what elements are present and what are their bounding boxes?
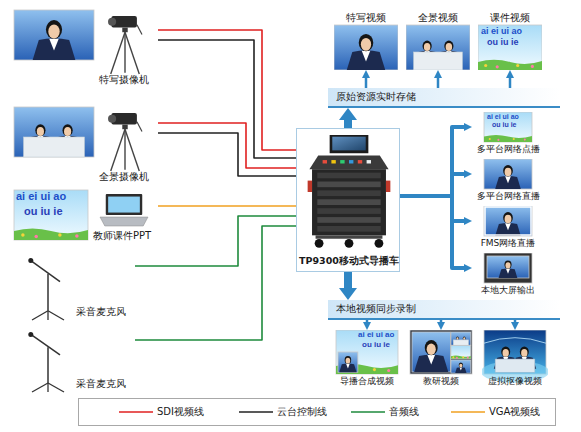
node-label: 采音麦克风 bbox=[66, 378, 135, 390]
closeup-picture bbox=[451, 360, 471, 373]
cart-picture bbox=[308, 135, 391, 248]
closeup-picture bbox=[487, 256, 529, 278]
closeup-picture bbox=[14, 10, 94, 60]
microphone-source: 采音麦克风 bbox=[20, 252, 135, 322]
legend-box: SDI视频线 云台控制线 音频线 VGA视频线 bbox=[78, 398, 556, 426]
pinyin-text: ai ei ui ao bbox=[358, 331, 394, 339]
legend-line-sample bbox=[351, 405, 385, 419]
signal-connector bbox=[158, 123, 296, 168]
output-thumbnail: 多平台网络直播 bbox=[472, 159, 544, 203]
signal-connector bbox=[514, 320, 517, 322]
legend-line-sample bbox=[119, 405, 153, 419]
signal-connector bbox=[400, 127, 464, 196]
node-label: 课件视频 bbox=[478, 12, 542, 23]
node-label: 教研视频 bbox=[408, 376, 474, 387]
legend-label: VGA视频线 bbox=[489, 405, 540, 419]
signal-connector bbox=[400, 196, 464, 221]
node-label: 教师课件PPT bbox=[86, 230, 158, 242]
node-label: 全景视频 bbox=[406, 12, 470, 23]
teach-picture bbox=[410, 330, 472, 374]
camera-station: 特写摄像机 bbox=[8, 6, 158, 88]
node-label: 多平台网络直播 bbox=[472, 191, 544, 202]
screen-picture bbox=[484, 253, 532, 283]
signal-connector bbox=[365, 78, 368, 88]
node-label: 采音麦克风 bbox=[66, 306, 135, 318]
signal-connector bbox=[509, 78, 512, 88]
node-label: 导播合成视频 bbox=[334, 376, 400, 387]
virtual-picture bbox=[482, 330, 548, 383]
signal-connector bbox=[135, 226, 296, 340]
signal-connector bbox=[400, 174, 464, 196]
pinyin-text: ai ei ui ao bbox=[481, 27, 522, 36]
video-thumbnail: 全景视频 bbox=[406, 12, 470, 70]
node-label: 多平台网络点播 bbox=[472, 144, 544, 155]
pano-picture bbox=[451, 332, 471, 345]
signal-connector bbox=[158, 30, 296, 150]
signal-connector bbox=[344, 120, 352, 128]
legend-label: 音频线 bbox=[389, 405, 419, 419]
ppt-picture bbox=[478, 25, 542, 70]
node-illustration bbox=[297, 129, 401, 273]
pinyin-text: ou iu ie bbox=[492, 121, 517, 128]
legend-label: SDI视频线 bbox=[157, 405, 204, 419]
ppt-picture bbox=[451, 345, 471, 358]
pinyin-text: ou iu ie bbox=[24, 206, 63, 217]
signal-connector bbox=[158, 205, 296, 207]
recording-band: 本地视频同步录制 bbox=[328, 300, 560, 320]
closeup-picture bbox=[484, 159, 532, 189]
storage-band: 原始资源实时存储 bbox=[328, 88, 560, 108]
closeup-picture bbox=[412, 332, 450, 372]
signal-connector bbox=[437, 78, 440, 88]
composite-picture bbox=[336, 330, 398, 374]
node-label: 本地大屏输出 bbox=[472, 285, 544, 296]
pinyin-text: ou iu ie bbox=[362, 341, 390, 349]
microphone-source: 采音麦克风 bbox=[20, 326, 135, 394]
node-label: TP9300移动式导播车 bbox=[297, 255, 401, 266]
laptop-picture bbox=[100, 194, 148, 226]
video-thumbnail: 特写视频 bbox=[334, 12, 398, 70]
closeup-picture bbox=[334, 25, 398, 70]
ppt-picture bbox=[484, 112, 532, 142]
fms-picture bbox=[484, 206, 532, 236]
legend-label: 云台控制线 bbox=[277, 405, 327, 419]
tripod-picture bbox=[108, 16, 142, 74]
legend-line-sample bbox=[451, 405, 485, 419]
output-thumbnail: 本地大屏输出 bbox=[472, 253, 544, 297]
recording-thumbnail: 教研视频 bbox=[408, 330, 474, 388]
signal-connector bbox=[158, 40, 296, 158]
ppt-picture bbox=[336, 330, 398, 374]
node-label: FMS网络直播 bbox=[472, 238, 544, 249]
signal-connector bbox=[400, 196, 464, 268]
pinyin-text: ai ei ui ao bbox=[16, 191, 66, 202]
node-label: 原始资源实时存储 bbox=[336, 91, 536, 103]
signal-connector bbox=[344, 272, 352, 288]
node-label: 特写视频 bbox=[334, 12, 398, 23]
ppt-picture bbox=[14, 190, 88, 240]
pano-picture bbox=[406, 25, 470, 70]
signal-connector bbox=[158, 133, 296, 176]
pinyin-text: ai ei ui ao bbox=[487, 113, 519, 120]
node-label: 特写摄像机 bbox=[90, 74, 158, 86]
broadcast-cart: TP9300移动式导播车 bbox=[296, 128, 400, 272]
legend-line-sample bbox=[239, 405, 273, 419]
output-thumbnail: FMS网络直播 bbox=[472, 206, 544, 250]
camera-station: 全景摄像机 bbox=[8, 103, 158, 185]
tripod-picture bbox=[108, 113, 142, 171]
signal-connector bbox=[440, 320, 443, 322]
recording-thumbnail: 虚拟抠像视频 bbox=[482, 330, 548, 388]
closeup-picture bbox=[338, 352, 358, 372]
pano-picture bbox=[14, 107, 94, 157]
signal-connector bbox=[135, 216, 296, 266]
node-label: 虚拟抠像视频 bbox=[482, 376, 548, 387]
mic-picture bbox=[28, 258, 64, 320]
mic-picture bbox=[28, 332, 64, 392]
node-label: 全景摄像机 bbox=[90, 171, 158, 183]
pinyin-text: ou iu ie bbox=[487, 38, 519, 47]
node-label: 本地视频同步录制 bbox=[336, 303, 536, 315]
signal-connector bbox=[366, 320, 369, 322]
